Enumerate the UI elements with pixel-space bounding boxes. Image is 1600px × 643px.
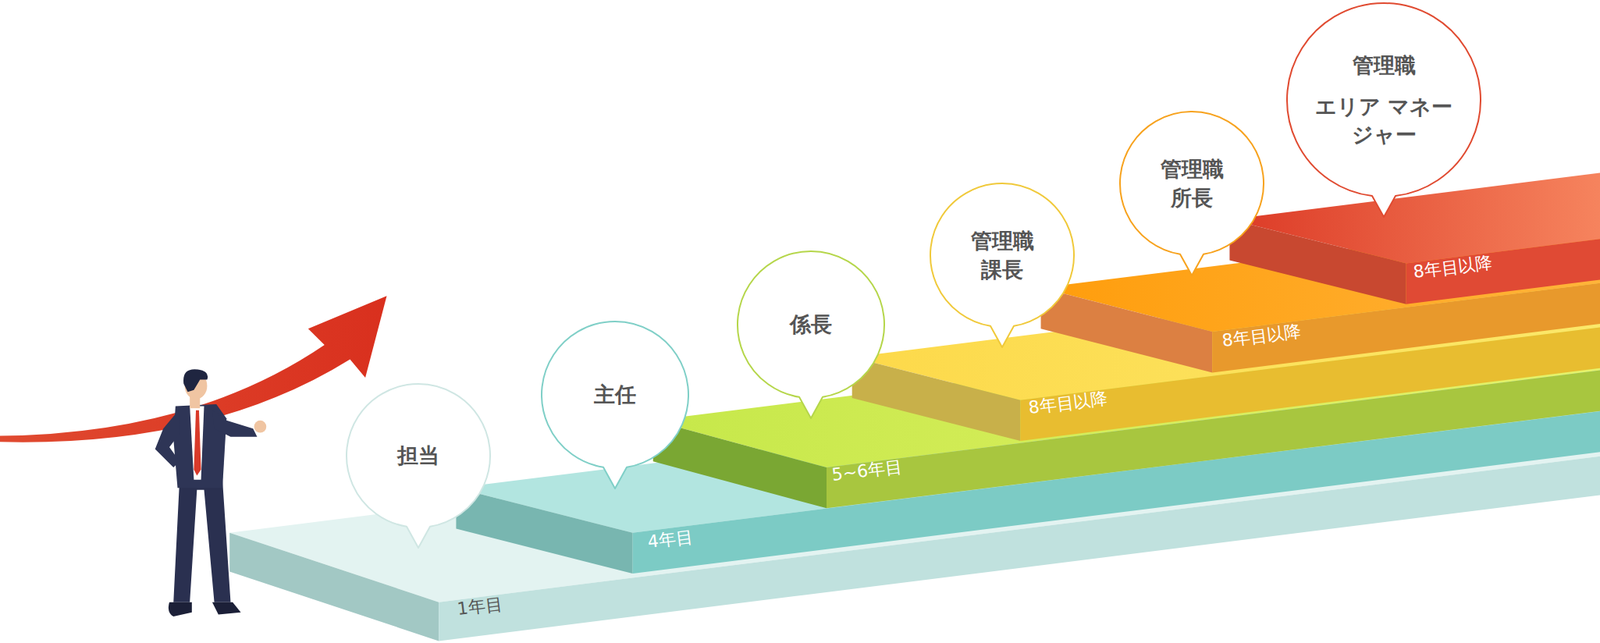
speech-bubble: 係長 [734, 248, 888, 422]
bubble-text-wrap: 係長 [737, 251, 885, 399]
bubble-title: 所長 [1170, 184, 1213, 212]
speech-bubble: 管理職エリア マネージャー [1283, 0, 1484, 221]
steps [229, 172, 1600, 641]
speech-bubble: 管理職課長 [927, 180, 1078, 351]
step-side [1229, 219, 1406, 305]
bubble-title: 担当 [397, 441, 440, 470]
step-side [653, 420, 827, 509]
bubble-title: エリア マネージャー [1308, 92, 1459, 148]
bubble-shape [737, 251, 885, 419]
bubble-text-wrap: 管理職エリア マネージャー [1287, 3, 1481, 197]
bubble-shape [346, 384, 491, 548]
speech-bubble: 管理職所長 [1116, 108, 1267, 279]
step-side [229, 533, 439, 642]
bubble-title: 管理職 [970, 227, 1035, 255]
bubble-text-wrap: 担当 [346, 384, 491, 528]
bubble-text-wrap: 主任 [541, 321, 689, 469]
step-front [1406, 238, 1600, 305]
bubble-shape [541, 321, 689, 489]
bubble-title: 課長 [981, 256, 1024, 284]
bubble-title: 係長 [789, 310, 832, 338]
step-side [852, 357, 1021, 441]
bubble-title: 主任 [593, 380, 637, 409]
speech-bubble: 担当 [343, 380, 494, 552]
speech-bubble: 主任 [538, 318, 692, 492]
businessman [155, 369, 267, 617]
bubble-text-wrap: 管理職所長 [1120, 111, 1264, 256]
step-side [455, 487, 633, 574]
bubble-title: 管理職 [1160, 155, 1224, 183]
bubble-text-wrap: 管理職課長 [930, 183, 1074, 328]
bubble-shape [930, 183, 1074, 348]
step-side [1041, 288, 1213, 374]
bubble-shape [1120, 111, 1264, 276]
bubble-title: 管理職 [1352, 51, 1416, 79]
bubble-shape [1287, 3, 1481, 217]
